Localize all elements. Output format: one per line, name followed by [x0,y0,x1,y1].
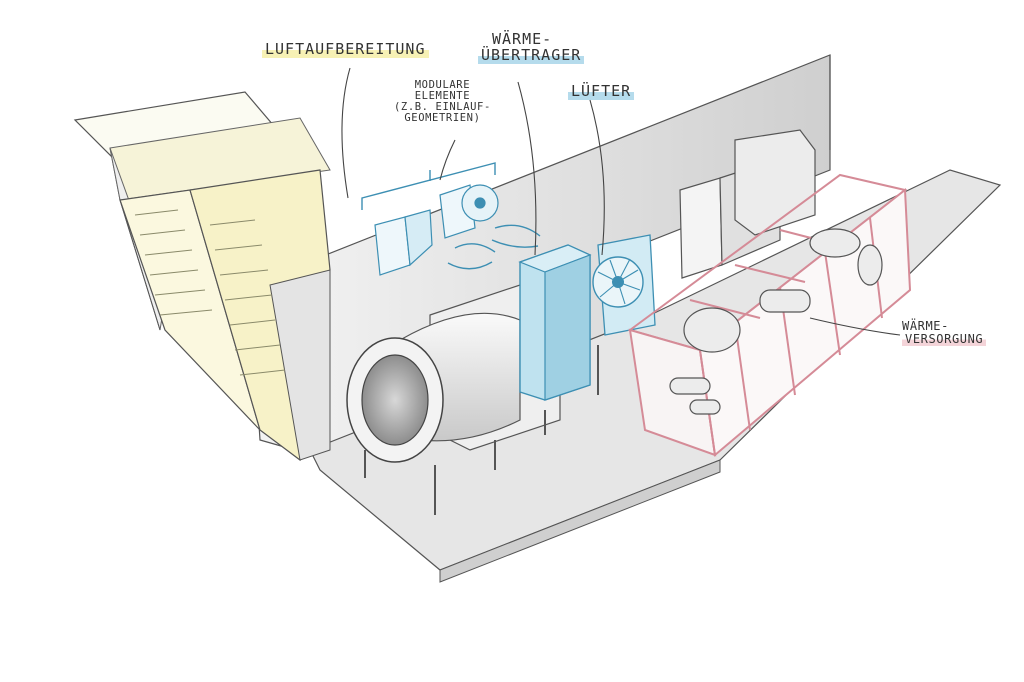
label-luftaufbereitung-text: LUFTAUFBEREITUNG [262,40,429,58]
fan-unit [592,234,656,336]
label-modulare-line1: MODULARE [414,79,471,91]
exchange-arrows [447,224,541,270]
modular-bracket [361,162,496,210]
label-waerme-line2: ÜBERTRAGER [478,45,585,64]
label-waerme-line1: WÄRME- [492,30,553,48]
inlet-duct [346,284,561,515]
label-luefter-text: LÜFTER [568,82,635,100]
label-modulare-line2: ELEMENTE [414,90,471,103]
label-modulare-line4: GEOMETRIEN) [404,112,481,125]
leader-lines [341,67,901,336]
air-handling-unit [73,91,331,462]
label-waermeuebertrager: WÄRME- ÜBERTRAGER [478,30,585,64]
modular-elements [374,184,499,276]
label-versorgung-line1: WÄRME- [902,319,949,333]
label-versorgung-line2: VERSORGUNG [902,331,987,346]
label-luftaufbereitung: LUFTAUFBEREITUNG [262,40,429,58]
heat-exchanger [518,244,599,401]
label-waermeversorgung: WÄRME- VERSORGUNG [902,319,987,346]
label-modulare-line3: (Z.B. EINLAUF- [394,101,491,114]
label-luefter: LÜFTER [568,82,635,100]
label-modulare-elemente: MODULARE ELEMENTE (Z.B. EINLAUF- GEOMETR… [394,79,491,125]
heat-supply-equipment [669,228,883,415]
